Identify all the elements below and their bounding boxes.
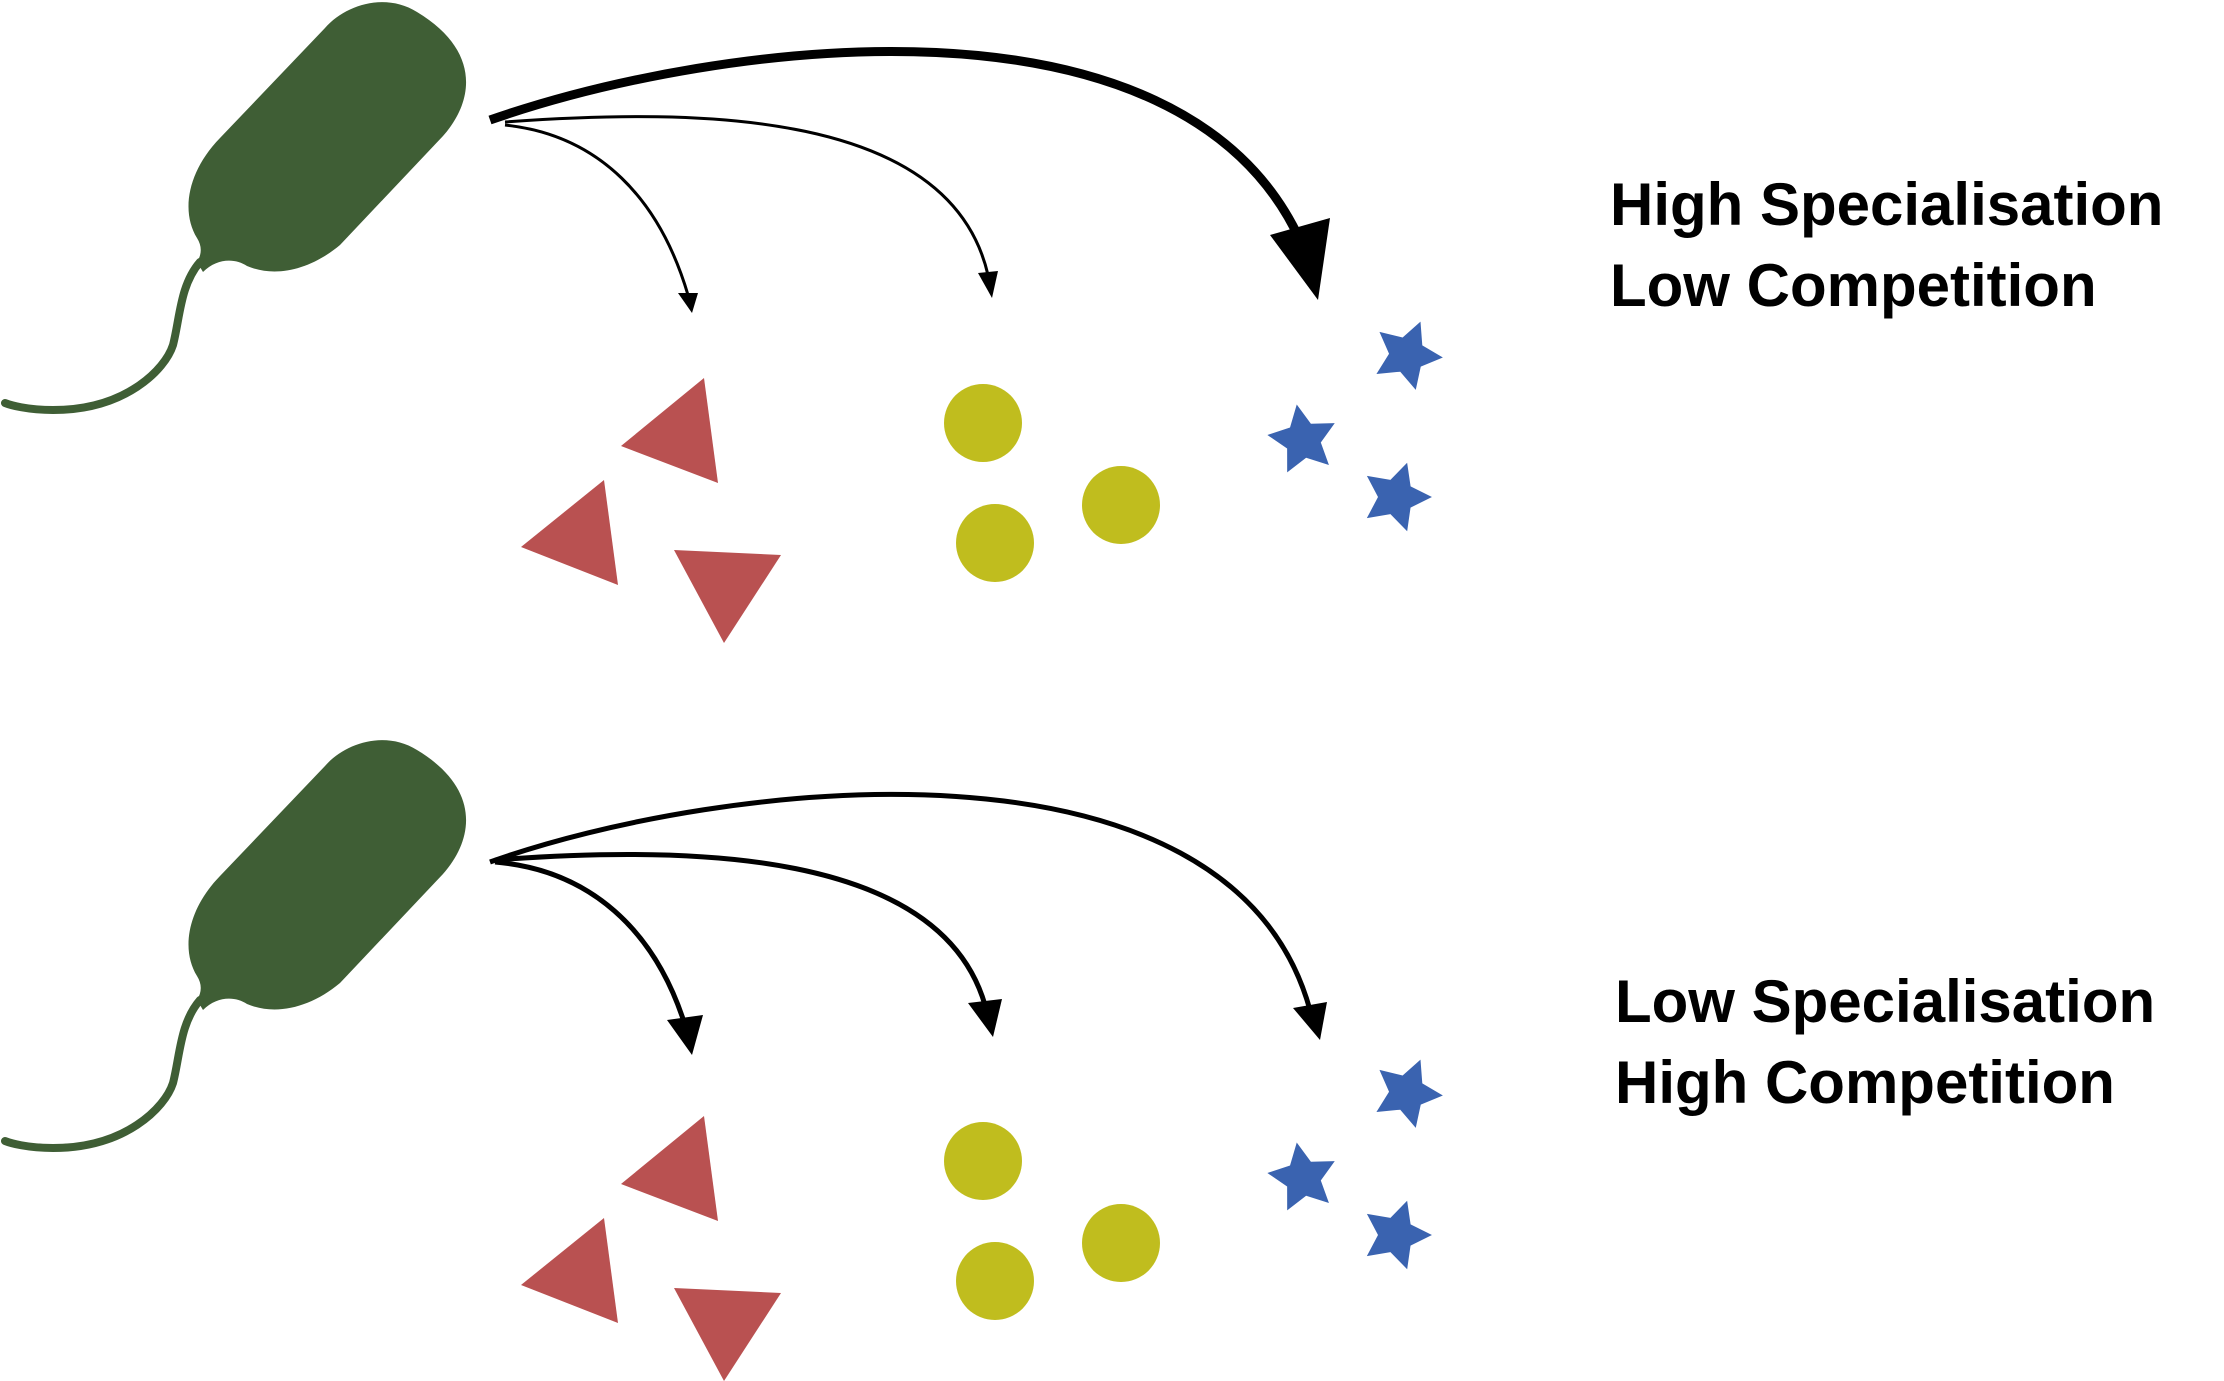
arrow-to-triangles — [504, 123, 698, 313]
bacterium-icon — [5, 740, 466, 1148]
triangle-resources — [521, 1116, 781, 1381]
arrow-to-circles — [504, 115, 998, 298]
circle-resources — [944, 384, 1160, 582]
arrow-to-stars — [489, 792, 1327, 1040]
bacterium-icon — [5, 2, 466, 410]
panel-low-specialisation: Low Specialisation High Competition — [5, 740, 2155, 1381]
circle-resources — [944, 1122, 1160, 1320]
star-resources — [1263, 309, 1452, 535]
star-resources — [1263, 1047, 1452, 1273]
arrow-to-triangles — [494, 859, 703, 1055]
arrow-to-stars — [488, 47, 1330, 300]
arrow-to-circles — [494, 851, 1002, 1037]
panel-title-line1: Low Specialisation — [1615, 968, 2155, 1035]
panel-title-line1: High Specialisation — [1610, 171, 2163, 238]
panel-high-specialisation: High Specialisation Low Competition — [5, 2, 2163, 643]
panel-title-line2: Low Competition — [1610, 252, 2097, 319]
triangle-resources — [521, 378, 781, 643]
panel-title-line2: High Competition — [1615, 1049, 2115, 1116]
